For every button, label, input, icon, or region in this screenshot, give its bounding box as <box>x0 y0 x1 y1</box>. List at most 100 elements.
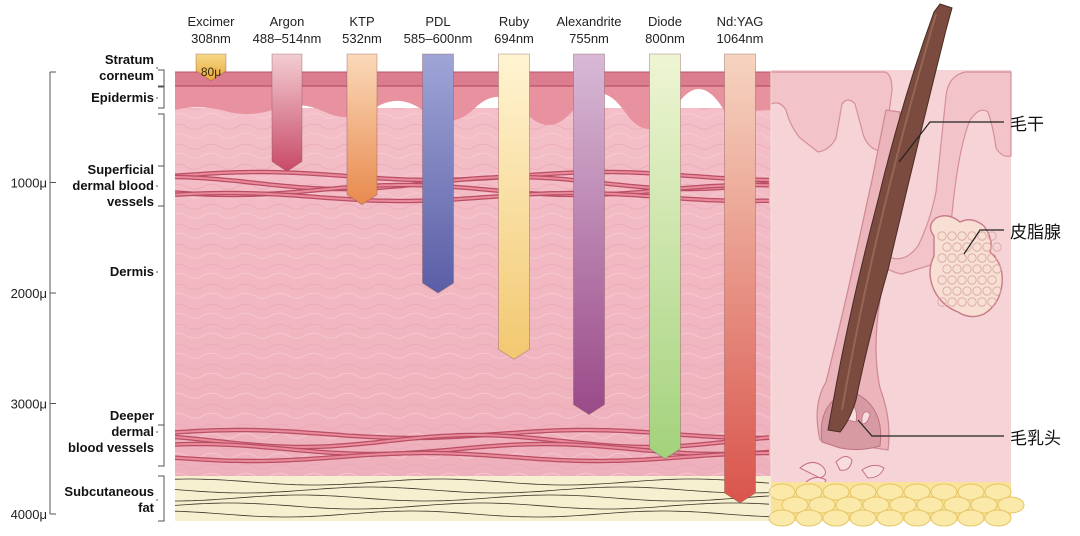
depth-tick-label: 4000μ <box>11 507 47 522</box>
layer-label: corneum <box>99 68 154 83</box>
gland-cell <box>967 297 977 307</box>
laser-beam-ndyag <box>724 53 756 504</box>
layer-label: Superficial <box>88 162 154 177</box>
gland-cell <box>977 297 987 307</box>
fat-cell <box>876 483 904 501</box>
layer-label: Deeper <box>110 408 154 423</box>
gland-cell <box>982 264 992 274</box>
gland-cell <box>977 253 987 263</box>
fat-cell <box>957 509 985 527</box>
laser-name: KTP <box>349 14 374 29</box>
gland-cell <box>967 253 977 263</box>
fat-cell <box>876 509 904 527</box>
gland-cell <box>957 275 967 285</box>
depth-tick-label: 2000μ <box>11 286 47 301</box>
layer-label: vessels <box>107 194 154 209</box>
fat-cell <box>835 496 863 514</box>
laser-headers: Excimer308nmArgon488–514nmKTP532nmPDL585… <box>188 14 764 46</box>
fat-cell <box>916 496 944 514</box>
fat-cell <box>768 483 796 501</box>
laser-beam-diode <box>649 53 681 460</box>
layer-label: Dermis <box>110 264 154 279</box>
fat-line <box>175 510 770 518</box>
laser-name: Nd:YAG <box>717 14 764 29</box>
depth-tick-label: 1000μ <box>11 176 47 191</box>
layer-label: dermal blood <box>72 178 154 193</box>
gland-cell <box>952 286 962 296</box>
laser-name: Ruby <box>499 14 530 29</box>
fat-cell <box>822 509 850 527</box>
fat-line <box>175 502 770 510</box>
gland-cell <box>952 264 962 274</box>
laser-beams: 80μ <box>195 53 756 504</box>
fat-cell <box>795 483 823 501</box>
gland-cell <box>957 231 967 241</box>
gland-cell <box>962 242 972 252</box>
depth-tick-label: 3000μ <box>11 397 47 412</box>
layer-bracket <box>158 113 165 467</box>
fat-cell <box>808 496 836 514</box>
gland-cell <box>942 286 952 296</box>
laser-beam-excimer <box>195 53 227 82</box>
fat-cell <box>943 496 971 514</box>
gland-cell <box>962 286 972 296</box>
gland-cell <box>987 297 997 307</box>
fat-cell <box>889 496 917 514</box>
laser-wavelength: 755nm <box>569 31 609 46</box>
gland-cell <box>962 264 972 274</box>
laser-wavelength: 800nm <box>645 31 685 46</box>
laser-name: Diode <box>648 14 682 29</box>
fat-cell <box>997 496 1025 514</box>
sebaceous-gland-cells <box>937 231 1002 307</box>
gland-cell <box>947 297 957 307</box>
gland-cell <box>947 253 957 263</box>
fat-line <box>175 478 770 486</box>
laser-name: Excimer <box>188 14 236 29</box>
sebaceous-gland-label: 皮脂腺 <box>1010 223 1061 243</box>
layer-bracket <box>158 69 165 87</box>
fat-cell <box>903 483 931 501</box>
gland-cell <box>992 242 1002 252</box>
gland-cell <box>987 275 997 285</box>
gland-cell <box>937 231 947 241</box>
laser-name: Alexandrite <box>556 14 621 29</box>
gland-cell <box>942 242 952 252</box>
gland-cell <box>967 275 977 285</box>
hair-shaft-leader <box>898 121 1004 163</box>
gland-cell <box>972 286 982 296</box>
fat-cells <box>768 483 1025 527</box>
hair-shaft-label: 毛干 <box>1010 115 1044 135</box>
gland-cell <box>987 253 997 263</box>
dermis-texture <box>175 108 771 476</box>
laser-beam-alexandrite <box>573 53 605 416</box>
fat-cell <box>781 496 809 514</box>
fat-cell <box>849 509 877 527</box>
laser-wavelength: 1064nm <box>717 31 764 46</box>
fat-lines <box>175 478 770 518</box>
laser-wavelength: 585–600nm <box>404 31 473 46</box>
papilla-vessels <box>799 456 885 489</box>
laser-beam-argon <box>271 53 303 172</box>
fat-cell <box>970 496 998 514</box>
fat-cell <box>930 483 958 501</box>
layer-bracket <box>158 165 165 207</box>
epidermis-layer <box>175 86 771 130</box>
gland-cell <box>947 231 957 241</box>
laser-wavelength: 532nm <box>342 31 382 46</box>
excimer-depth-marker: 80μ <box>201 65 221 79</box>
fat-cell <box>862 496 890 514</box>
stratum-corneum-layer <box>175 72 771 86</box>
dermal-papilla-leader <box>857 419 1004 437</box>
fat-cell <box>822 483 850 501</box>
gland-cell <box>982 286 992 296</box>
fat-cell <box>984 483 1012 501</box>
layer-label: blood vessels <box>68 440 154 455</box>
gland-cell <box>977 275 987 285</box>
fat-cell <box>849 483 877 501</box>
layer-labels: StratumcorneumEpidermisSuperficialdermal… <box>64 52 165 522</box>
gland-cell <box>937 275 947 285</box>
laser-beam-pdl <box>422 53 454 294</box>
layer-label: Epidermis <box>91 90 154 105</box>
layer-label: dermal <box>111 424 154 439</box>
